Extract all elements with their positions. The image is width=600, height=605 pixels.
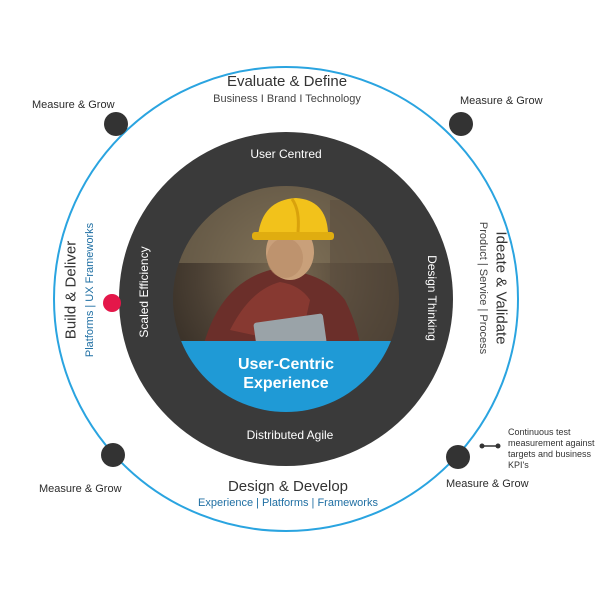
kpi-note: Continuous test measurement against targ…	[508, 427, 595, 470]
center-title: User-Centric Experience	[238, 355, 334, 393]
center-title-line2: Experience	[243, 375, 329, 392]
node-top-left[interactable]	[104, 112, 128, 136]
note-connector-end-dot	[495, 443, 501, 449]
ring-label-top: User Centred	[250, 147, 322, 161]
left-stage-subtitle: Platforms | UX Frameworks	[84, 222, 96, 358]
bottom-stage-subtitle: Experience | Platforms | Frameworks	[198, 497, 378, 509]
note-connector-start-dot	[479, 443, 485, 449]
right-stage-subtitle: Product | Service | Process	[477, 221, 489, 355]
ring-label-left: Scaled Efficiency	[137, 246, 151, 338]
node-top-right[interactable]	[449, 112, 473, 136]
outer-ring	[53, 66, 519, 532]
measure-grow-top-left: Measure & Grow	[32, 99, 115, 111]
measure-grow-bottom-right: Measure & Grow	[446, 478, 529, 490]
ring-label-right: Design Thinking	[425, 255, 439, 341]
ring-label-bottom: Distributed Agile	[246, 428, 334, 442]
top-stage-subtitle: Business I Brand I Technology	[213, 93, 361, 105]
node-left-accent[interactable]	[103, 294, 121, 312]
bottom-stage-title: Design & Develop	[227, 478, 349, 495]
right-stage-title: Ideate & Validate	[492, 231, 510, 345]
node-bottom-left[interactable]	[101, 443, 125, 467]
top-stage-title: Evaluate & Define	[226, 73, 348, 90]
center-title-line1: User-Centric	[237, 356, 335, 373]
measure-grow-bottom-left: Measure & Grow	[39, 483, 122, 495]
measure-grow-top-right: Measure & Grow	[460, 95, 543, 107]
node-bottom-right[interactable]	[446, 445, 470, 469]
left-stage-title: Build & Deliver	[62, 240, 80, 340]
